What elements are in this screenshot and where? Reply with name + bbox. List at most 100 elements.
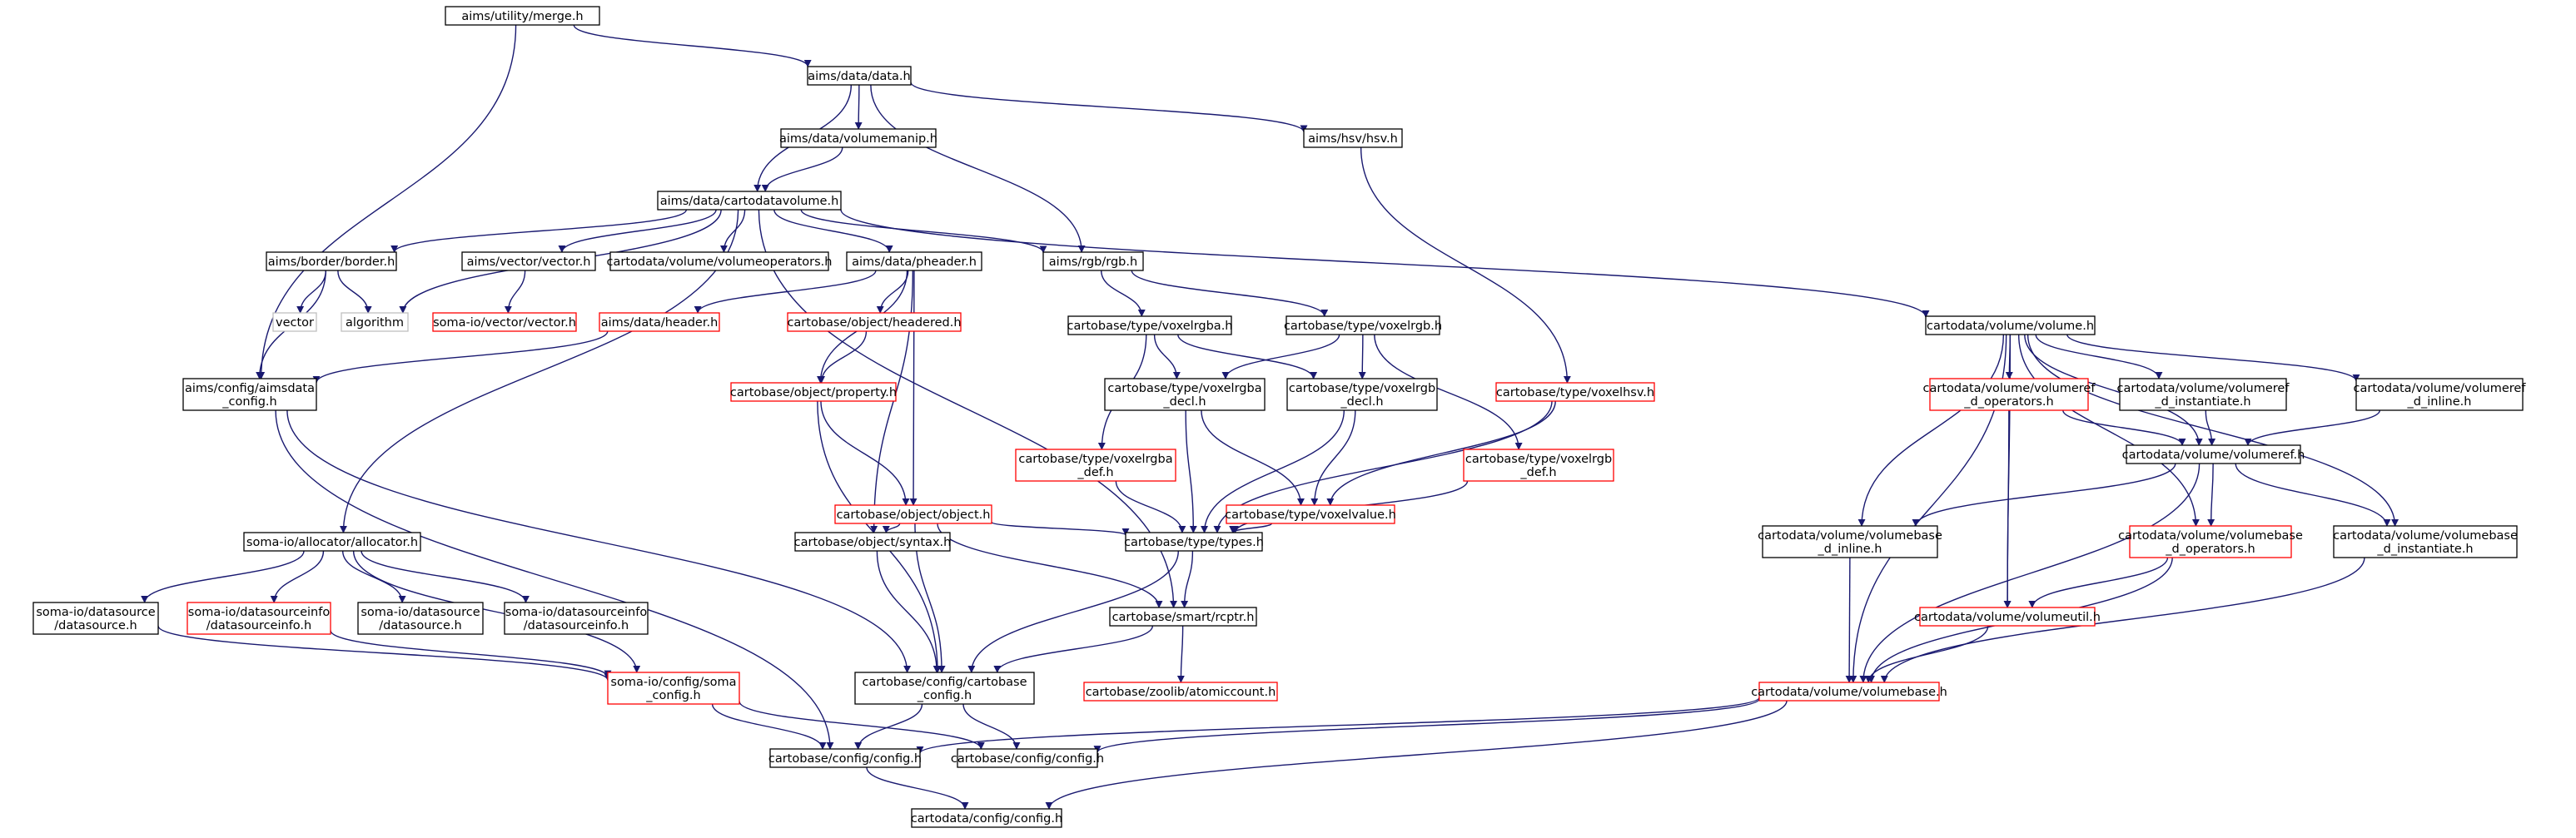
node-somaconfig[interactable]: soma-io/config/soma_config.h (607, 672, 740, 705)
node-rcptr[interactable]: cartobase/smart/rcptr.h (1109, 607, 1257, 627)
node-label-merge-line-0: aims/utility/merge.h (461, 10, 583, 23)
node-cartodataconfig[interactable]: cartodata/config/config.h (911, 808, 1062, 828)
node-label-somaconfig-line-0: soma-io/config/soma (610, 676, 736, 689)
edge-voxelrgb-to-voxelrgbdef (1374, 334, 1523, 450)
node-label-volumeutil-line-0: cartodata/volume/volumeutil.h (1914, 611, 2101, 624)
node-types[interactable]: cartobase/type/types.h (1124, 532, 1264, 552)
node-voxelrgbdef[interactable]: cartobase/type/voxelrgb_def.h (1463, 449, 1614, 482)
node-syntax[interactable]: cartobase/object/syntax.h (794, 532, 952, 552)
node-label-volumebasedinst-line-1: _d_instantiate.h (2376, 543, 2473, 556)
node-hsv[interactable]: aims/hsv/hsv.h (1303, 128, 1403, 148)
node-cartodatavolume[interactable]: aims/data/cartodatavolume.h (657, 191, 842, 211)
node-rgb[interactable]: aims/rgb/rgb.h (1042, 251, 1144, 271)
node-box-voxelhsv (1495, 382, 1655, 402)
node-algorithm[interactable]: algorithm (341, 312, 409, 332)
node-volumeref[interactable]: cartodata/volume/volumeref.h (2122, 444, 2305, 464)
edge-volume-to-volumebasedops (2017, 334, 2200, 527)
edge-voxelhsv-to-voxelvalue (1326, 400, 1556, 506)
node-voxelhsv[interactable]: cartobase/type/voxelhsv.h (1495, 382, 1655, 402)
edge-object-to-syntax (882, 523, 901, 533)
edge-aimsdataconfig-to-cartobaseconfig (286, 409, 912, 673)
node-somavector[interactable]: soma-io/vector/vector.h (432, 312, 577, 332)
node-header[interactable]: aims/data/header.h (599, 312, 720, 332)
edge-pheader-to-header (694, 270, 877, 314)
node-object[interactable]: cartobase/object/object.h (834, 504, 992, 524)
edge-cartodatavolume-to-volumeoperators (719, 209, 746, 253)
node-box-dsdatasource2 (357, 602, 484, 635)
node-box-volume (1925, 315, 2096, 335)
node-voxelvalue[interactable]: cartobase/type/voxelvalue.h (1225, 504, 1396, 524)
node-box-rgb (1042, 251, 1144, 271)
node-volumerefdinline[interactable]: cartodata/volume/volumeref_d_inline.h (2354, 378, 2527, 411)
node-volumerefdops[interactable]: cartodata/volume/volumeref_d_operators.h (1923, 378, 2096, 411)
node-dsinfolinked[interactable]: soma-io/datasourceinfo/datasourceinfo.h (186, 602, 331, 635)
node-dsdatasource[interactable]: soma-io/datasource/datasource.h (32, 602, 159, 635)
node-box-volumeref (2126, 444, 2301, 464)
node-dsinfo2[interactable]: soma-io/datasourceinfo/datasourceinfo.h (504, 602, 649, 635)
node-volumebase[interactable]: cartodata/volume/volumebase.h (1751, 682, 1947, 702)
edge-allocator-to-dsdatasource2 (341, 550, 406, 603)
node-box-cartodataconfig (911, 808, 1062, 828)
node-dsdatasource2[interactable]: soma-io/datasource/datasource.h (357, 602, 484, 635)
node-label-volumerefdops-line-1: _d_operators.h (1963, 395, 2053, 409)
edge-voxelrgba-to-voxelrgbdecl (1177, 334, 1318, 379)
edge-pheader-to-object (909, 270, 918, 506)
node-headered[interactable]: cartobase/object/headered.h (787, 312, 962, 332)
node-box-configB (957, 748, 1098, 768)
edge-voxelvalue-to-types (1229, 523, 1273, 533)
edge-cartodatavolume-to-rgb (800, 209, 1047, 254)
edge-voxelrgbadef-to-types (1115, 480, 1186, 533)
node-label-volume-line-0: cartodata/volume/volume.h (1927, 320, 2094, 333)
node-vector[interactable]: vector (272, 312, 317, 332)
edge-volume-to-volumebasedinst (2026, 334, 2399, 527)
node-label-syntax-line-0: cartobase/object/syntax.h (794, 536, 952, 549)
node-pheader[interactable]: aims/data/pheader.h (846, 251, 982, 271)
node-box-merge (445, 6, 600, 26)
node-label-voxelrgbadef-line-0: cartobase/type/voxelrgba (1018, 453, 1172, 466)
node-configA[interactable]: cartobase/config/config.h (768, 748, 922, 768)
edge-data-to-hsv (910, 82, 1308, 133)
edge-data-to-rgb (870, 84, 1086, 253)
node-volumemanip[interactable]: aims/data/volumemanip.h (779, 128, 937, 148)
node-label-dsinfo2-line-0: soma-io/datasourceinfo (505, 606, 648, 619)
node-border[interactable]: aims/border/border.h (266, 251, 397, 271)
edge-voxelrgb-to-voxelrgbdecl (1358, 334, 1366, 379)
node-voxelrgbdecl[interactable]: cartobase/type/voxelrgb_decl.h (1286, 378, 1438, 411)
node-box-aimsdataconfig (182, 378, 317, 411)
edge-somaconfig-to-configA (711, 703, 827, 750)
node-volume[interactable]: cartodata/volume/volume.h (1925, 315, 2096, 335)
node-merge[interactable]: aims/utility/merge.h (445, 6, 600, 26)
edge-voxelrgba-to-voxelrgbadecl (1153, 334, 1181, 379)
node-voxelrgba[interactable]: cartobase/type/voxelrgba.h (1067, 315, 1233, 335)
node-volumerefdinst[interactable]: cartodata/volume/volumeref_d_instantiate… (2117, 378, 2290, 411)
node-box-volumebasedops (2129, 525, 2292, 558)
node-voxelrgbadecl[interactable]: cartobase/type/voxelrgba_decl.h (1104, 378, 1266, 411)
node-box-data (807, 66, 912, 86)
edge-cartodatavolume-to-pheader (773, 209, 893, 253)
node-voxelrgb[interactable]: cartobase/type/voxelrgb.h (1284, 315, 1442, 335)
node-cartobaseconfig[interactable]: cartobase/config/cartobase_config.h (854, 672, 1035, 705)
node-vectorh[interactable]: aims/vector/vector.h (461, 251, 596, 271)
node-volumebasedinst[interactable]: cartodata/volume/volumebase_d_instantiat… (2333, 525, 2518, 558)
node-label-volumebasedops-line-0: cartodata/volume/volumebase (2118, 529, 2303, 543)
node-data[interactable]: aims/data/data.h (807, 66, 912, 86)
node-allocator[interactable]: soma-io/allocator/allocator.h (243, 532, 421, 552)
edge-dsinfolinked-to-somaconfig (330, 630, 612, 678)
node-box-cartobaseconfig (854, 672, 1035, 705)
node-label-voxelrgbdef-line-0: cartobase/type/voxelrgb (1465, 453, 1612, 466)
node-voxelrgbadef[interactable]: cartobase/type/voxelrgba_def.h (1015, 449, 1176, 482)
node-property[interactable]: cartobase/object/property.h (730, 382, 897, 402)
node-volumeoperators[interactable]: cartodata/volume/volumeoperators.h (607, 251, 833, 271)
node-configB[interactable]: cartobase/config/config.h (951, 748, 1104, 768)
edge-rgb-to-voxelrgba (1101, 270, 1146, 317)
node-box-headered (787, 312, 962, 332)
node-box-volumerefdinst (2119, 378, 2287, 411)
edge-pheader-to-headered (876, 270, 909, 314)
node-volumebasedinline[interactable]: cartodata/volume/volumebase_d_inline.h (1758, 525, 1942, 558)
node-atomiccount[interactable]: cartobase/zoolib/atomiccount.h (1083, 682, 1278, 702)
node-aimsdataconfig[interactable]: aims/config/aimsdata_config.h (182, 378, 317, 411)
node-volumeutil[interactable]: cartodata/volume/volumeutil.h (1914, 607, 2101, 627)
edge-allocator-to-dsdatasource (141, 550, 305, 603)
edge-cartodatavolume-to-volume (840, 209, 1930, 318)
node-volumebasedops[interactable]: cartodata/volume/volumebase_d_operators.… (2118, 525, 2303, 558)
